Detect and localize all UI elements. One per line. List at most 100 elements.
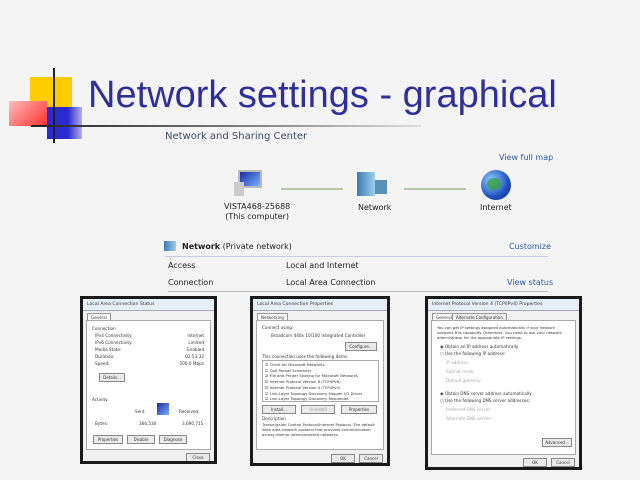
network-icon <box>357 172 389 196</box>
connection-label: Connection <box>168 278 214 287</box>
properties-button[interactable]: Properties <box>93 435 123 444</box>
use-ip-label: Use the following IP address: <box>445 351 506 356</box>
configure-button[interactable]: Configure... <box>345 342 377 351</box>
tab-general[interactable]: General <box>87 313 111 321</box>
tab-alternate-configuration[interactable]: Alternate Configuration <box>452 313 507 321</box>
status-row-value: 02:53:32 <box>185 354 204 359</box>
status-row-value: Limited <box>188 340 204 345</box>
computer-sub: (This computer) <box>225 212 289 221</box>
computer-label: VISTA468-25688(This computer) <box>224 202 290 222</box>
obtain-ip-label: Obtain an IP address automatically <box>445 344 519 349</box>
ok-button[interactable]: OK <box>523 458 547 467</box>
ok-button[interactable]: OK <box>331 454 355 463</box>
component-item[interactable]: ☑ Internet Protocol Version 4 (TCP/IPv4) <box>265 385 341 390</box>
view-full-map-link[interactable]: View full map <box>499 153 554 162</box>
obtain-ip-radio[interactable]: ◉ Obtain an IP address automatically <box>440 344 519 349</box>
received-label: Received <box>179 409 199 414</box>
divider <box>165 256 548 257</box>
disable-button[interactable]: Disable <box>127 435 155 444</box>
component-item[interactable]: ☑ Link-Layer Topology Discovery Responde… <box>265 396 349 401</box>
checkbox-icon[interactable]: ☑ <box>265 367 270 373</box>
access-label: Access <box>168 261 196 270</box>
diagnose-button[interactable]: Diagnose <box>159 435 187 444</box>
status-row-label: Speed: <box>95 361 110 366</box>
details-button[interactable]: Details... <box>99 373 125 382</box>
component-item[interactable]: ☑ File and Printer Sharing for Microsoft… <box>265 373 358 378</box>
component-label: Link-Layer Topology Discovery Mapper I/O… <box>269 390 363 396</box>
cancel-button[interactable]: Cancel <box>551 458 575 467</box>
component-label: Client for Microsoft Networks <box>269 362 325 367</box>
component-item[interactable]: ☑ Link-Layer Topology Discovery Mapper I… <box>265 391 362 396</box>
tab-panel: You can get IP settings assigned automat… <box>431 320 576 455</box>
component-label: Internet Protocol Version 6 (TCP/IPv6) <box>269 379 341 385</box>
dialog-title: Local Area Connection Properties <box>253 299 387 311</box>
link-line <box>404 188 466 190</box>
nsc-heading: Network and Sharing Center <box>165 131 308 142</box>
component-label: File and Printer Sharing for Microsoft N… <box>269 373 358 379</box>
preferred-dns-label: Preferred DNS server: <box>446 407 492 412</box>
status-row-label: Media State: <box>95 347 122 352</box>
network-type: (Private network) <box>222 242 292 251</box>
connection-section: Connection <box>92 326 116 331</box>
properties-dialog: Local Area Connection Properties Network… <box>250 296 390 466</box>
install-button[interactable]: Install... <box>262 405 296 414</box>
alternate-dns-label: Alternate DNS server: <box>446 416 492 421</box>
status-row-label: IPv6 Connectivity: <box>95 340 133 345</box>
network-node-label: Network <box>358 203 392 212</box>
gateway-label: Default gateway: <box>446 378 482 383</box>
ip-address-label: IP address: <box>446 360 469 365</box>
subnet-label: Subnet mask: <box>446 369 475 374</box>
checkbox-icon[interactable]: ☑ <box>265 373 270 379</box>
use-dns-label: Use the following DNS server addresses: <box>445 398 531 403</box>
slide-title: Network settings - graphical <box>88 74 557 116</box>
dialog-title: Internet Protocol Version 4 (TCP/IPv4) P… <box>428 299 579 311</box>
component-item[interactable]: ☑ QoS Packet Scheduler <box>265 368 311 373</box>
access-value: Local and Internet <box>286 261 359 270</box>
checkbox-icon[interactable]: ☑ <box>265 384 270 390</box>
uninstall-button: Uninstall <box>301 405 335 414</box>
component-item[interactable]: ☑ Client for Microsoft Networks <box>265 362 325 367</box>
cancel-button[interactable]: Cancel <box>359 454 383 463</box>
connect-using-label: Connect using: <box>262 325 294 330</box>
status-row-value: Enabled <box>187 347 204 352</box>
tab-networking[interactable]: Networking <box>257 313 288 321</box>
internet-node-label: Internet <box>480 203 512 212</box>
link-line <box>281 188 343 190</box>
component-item[interactable]: ☑ Internet Protocol Version 6 (TCP/IPv6) <box>265 379 341 384</box>
status-row-value: 100.0 Mbps <box>179 361 204 366</box>
adapter-name: Broadcom 440x 10/100 Integrated Controll… <box>271 333 366 338</box>
dialog-title: Local Area Connection Status <box>83 299 214 311</box>
checkbox-icon[interactable]: ☑ <box>265 362 270 367</box>
ipv4-dialog: Internet Protocol Version 4 (TCP/IPv4) P… <box>425 296 582 470</box>
customize-link[interactable]: Customize <box>509 242 551 251</box>
checkbox-icon[interactable]: ☑ <box>265 379 270 385</box>
status-dialog: Local Area Connection Status General Con… <box>80 296 217 464</box>
bytes-received: 3,690,715 <box>182 421 204 426</box>
view-status-link[interactable]: View status <box>507 278 554 287</box>
status-row-value: Internet <box>187 333 204 338</box>
status-row-label: IPv4 Connectivity: <box>95 333 133 338</box>
sent-label: Sent <box>135 409 145 414</box>
network-name: Network <box>182 242 221 251</box>
use-ip-radio[interactable]: ○ Use the following IP address: <box>440 351 506 356</box>
properties-button[interactable]: Properties <box>341 405 377 414</box>
divider <box>168 291 548 292</box>
obtain-dns-radio[interactable]: ◉ Obtain DNS server address automaticall… <box>440 391 532 396</box>
items-list[interactable]: ☑ Client for Microsoft Networks☑ QoS Pac… <box>262 360 379 402</box>
computer-name: VISTA468-25688 <box>224 202 291 211</box>
component-label: Link-Layer Topology Discovery Responder <box>269 396 349 402</box>
use-dns-radio[interactable]: ○ Use the following DNS server addresses… <box>440 398 531 403</box>
activity-section: Activity <box>92 397 108 402</box>
close-button[interactable]: Close <box>186 453 210 461</box>
tab-panel: Connect using: Broadcom 440x 10/100 Inte… <box>256 320 384 450</box>
checkbox-icon[interactable]: ☑ <box>265 390 270 396</box>
checkbox-icon[interactable]: ☑ <box>265 396 270 402</box>
advanced-button[interactable]: Advanced... <box>542 438 572 447</box>
description-label: Description <box>262 416 286 421</box>
activity-computer-icon <box>157 403 169 415</box>
bytes-label: Bytes: <box>95 421 109 426</box>
bytes-sent: 366,530 <box>139 421 157 426</box>
globe-icon <box>481 170 511 200</box>
status-row-label: Duration: <box>95 354 115 359</box>
